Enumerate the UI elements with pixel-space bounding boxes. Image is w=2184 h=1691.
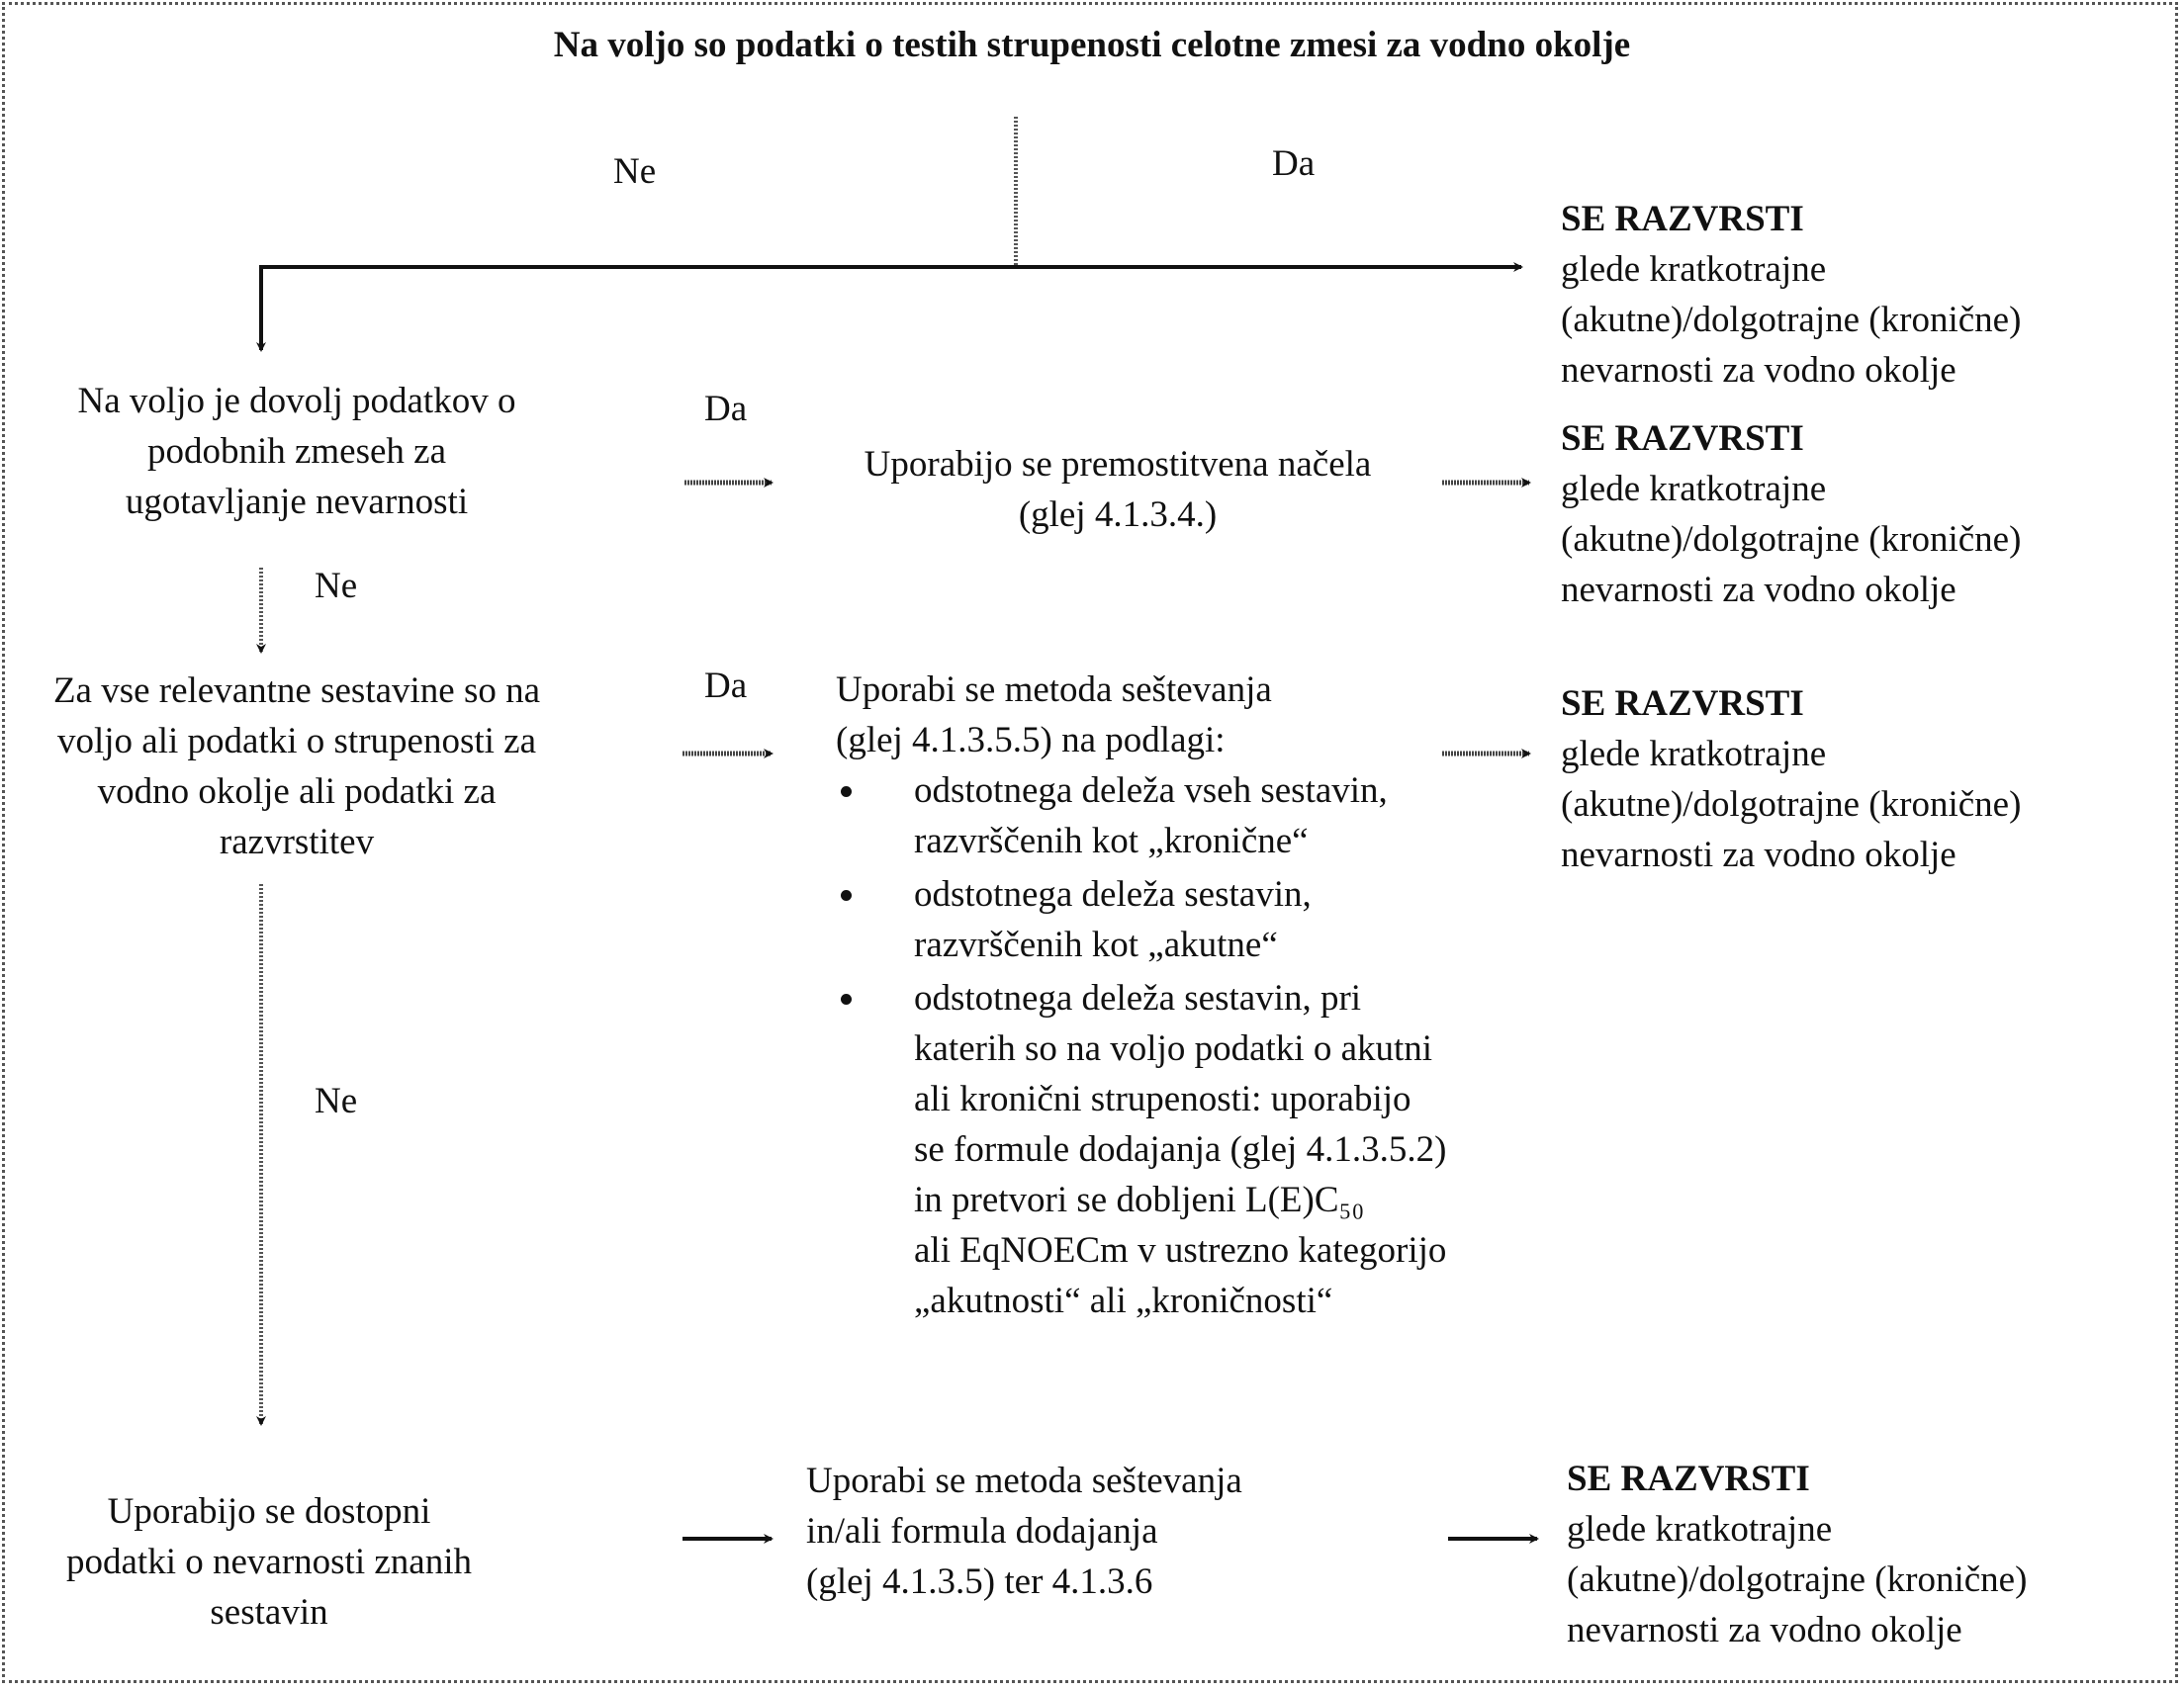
action-line: Uporabi se metoda seštevanja <box>836 669 1272 710</box>
result-heading: SE RAZVRSTI <box>1561 418 1804 459</box>
bullet-icon <box>841 890 852 901</box>
result-line: (akutne)/dolgotrajne (kronične) <box>1561 519 2022 560</box>
result-box-3: SE RAZVRSTI glede kratkotrajne (akutne)/… <box>1561 678 2021 880</box>
criteria-line: razvrščenih kot „kronične“ <box>914 821 1309 861</box>
bullet-icon <box>841 994 852 1005</box>
question-line: razvrstitev <box>219 822 375 862</box>
result-box-2: SE RAZVRSTI glede kratkotrajne (akutne)/… <box>1561 413 2021 615</box>
label-row1-yes: Da <box>704 389 748 429</box>
question-line: voljo ali podatki o strupenosti za <box>57 721 536 761</box>
result-line: glede kratkotrajne <box>1567 1509 1833 1550</box>
question-similar-mixtures: Na voljo je dovolj podatkov o podobnih z… <box>0 376 593 527</box>
action-line: Uporabi se metoda seštevanja <box>806 1461 1242 1501</box>
diagram-title: Na voljo so podatki o testih strupenosti… <box>553 25 1631 65</box>
action-line: in/ali formula dodajanja <box>806 1511 1158 1552</box>
criteria-line: in pretvori se dobljeni L(E)C₅₀ <box>914 1180 1365 1220</box>
criteria-line: ali kronični strupenosti: uporabijo <box>914 1079 1411 1119</box>
result-line: (akutne)/dolgotrajne (kronične) <box>1567 1559 2028 1600</box>
question-known-components: Uporabijo se dostopni podatki o nevarnos… <box>0 1486 538 1638</box>
criteria-line: katerih so na voljo podatki o akutni <box>914 1028 1433 1069</box>
result-line: (akutne)/dolgotrajne (kronične) <box>1561 784 2022 825</box>
criteria-item: odstotnega deleža sestavin, razvrščenih … <box>836 869 1446 970</box>
result-heading: SE RAZVRSTI <box>1567 1459 1810 1499</box>
result-line: nevarnosti za vodno okolje <box>1561 350 1956 391</box>
result-line: nevarnosti za vodno okolje <box>1561 835 1956 875</box>
label-top-yes: Da <box>1272 143 1316 184</box>
criteria-line: „akutnosti“ ali „kroničnosti“ <box>914 1281 1333 1321</box>
question-line: podatki o nevarnosti znanih <box>66 1542 472 1582</box>
result-box-1: SE RAZVRSTI glede kratkotrajne (akutne)/… <box>1561 194 2021 396</box>
question-line: ugotavljanje nevarnosti <box>125 482 469 522</box>
question-line: Na voljo je dovolj podatkov o <box>77 381 516 421</box>
bullet-icon <box>841 786 852 797</box>
action-summation-additivity: Uporabi se metoda seštevanja in/ali form… <box>806 1456 1242 1607</box>
criteria-line: razvrščenih kot „akutne“ <box>914 925 1278 965</box>
result-line: glede kratkotrajne <box>1561 469 1827 509</box>
question-line: Uporabijo se dostopni <box>107 1491 431 1532</box>
label-row2-no: Ne <box>315 1081 358 1121</box>
result-line: glede kratkotrajne <box>1561 734 1827 774</box>
question-line: podobnih zmeseh za <box>146 431 447 472</box>
action-line: Uporabijo se premostitvena načela <box>864 444 1372 485</box>
result-heading: SE RAZVRSTI <box>1561 683 1804 724</box>
criteria-line: odstotnega deleža vseh sestavin, <box>914 770 1388 811</box>
question-line: sestavin <box>210 1592 328 1633</box>
label-row1-no: Ne <box>315 566 358 606</box>
question-line: vodno okolje ali podatki za <box>97 771 497 812</box>
question-all-components: Za vse relevantne sestavine so na voljo … <box>0 666 593 867</box>
criteria-line: se formule dodajanja (glej 4.1.3.5.2) <box>914 1129 1447 1170</box>
label-top-no: Ne <box>613 151 657 192</box>
result-line: nevarnosti za vodno okolje <box>1567 1610 1962 1650</box>
criteria-line: odstotnega deleža sestavin, pri <box>914 978 1362 1019</box>
result-line: (akutne)/dolgotrajne (kronične) <box>1561 300 2022 340</box>
action-line: (glej 4.1.3.5) ter 4.1.3.6 <box>806 1561 1153 1602</box>
question-line: Za vse relevantne sestavine so na <box>52 670 541 711</box>
action-line: (glej 4.1.3.4.) <box>1018 494 1218 535</box>
action-summation-method: Uporabi se metoda seštevanja (glej 4.1.3… <box>836 665 1446 1326</box>
result-heading: SE RAZVRSTI <box>1561 199 1804 239</box>
criteria-line: ali EqNOECm v ustrezno kategorijo <box>914 1230 1447 1271</box>
criteria-line: odstotnega deleža sestavin, <box>914 874 1312 915</box>
result-line: glede kratkotrajne <box>1561 249 1827 290</box>
criteria-item: odstotnega deleža vseh sestavin, razvršč… <box>836 765 1446 866</box>
result-line: nevarnosti za vodno okolje <box>1561 570 1956 610</box>
action-bridging-principles: Uporabijo se premostitvena načela (glej … <box>801 439 1434 540</box>
criteria-list: odstotnega deleža vseh sestavin, razvršč… <box>836 765 1446 1326</box>
criteria-item: odstotnega deleža sestavin, pri katerih … <box>836 973 1446 1326</box>
action-line: (glej 4.1.3.5.5) na podlagi: <box>836 720 1226 760</box>
result-box-4: SE RAZVRSTI glede kratkotrajne (akutne)/… <box>1567 1454 2027 1655</box>
label-row2-yes: Da <box>704 666 748 706</box>
